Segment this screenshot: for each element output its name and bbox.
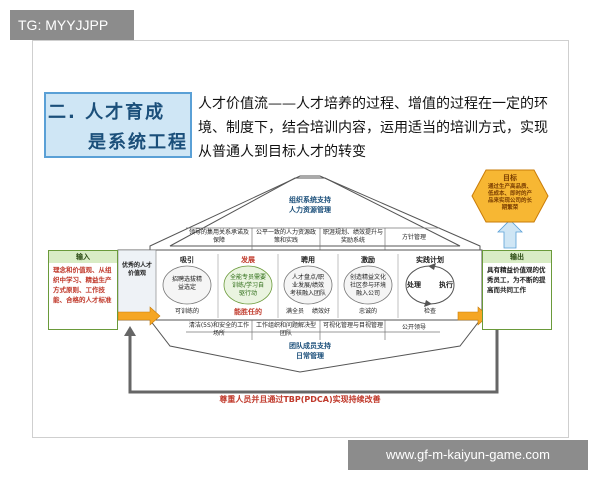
pdca-act-label: 处理 <box>407 281 421 289</box>
stage-title-employ: 聘用 <box>301 256 315 264</box>
stage-circle-attract: 招聘选拔精益选定 <box>171 276 202 291</box>
continuous-improvement-caption: 尊重人员并且通过TBP(PDCA)实现持续改善 <box>219 395 381 404</box>
stage-title-develop: 发展 <box>241 256 255 264</box>
bottom-cell-4: 公开领导 <box>401 324 426 331</box>
stage-title-motivate: 激励 <box>361 256 375 264</box>
org-support-title: 组织系统支持 <box>289 196 331 204</box>
stage-circle-develop: 全能专员需要训练/学习自驱行动 <box>230 274 267 297</box>
pdca-check-label: 检查 <box>423 308 436 315</box>
input-text: 理念和价值观、从组织中学习、精益生产方式原则、工作技能、合格的人才标准 <box>53 266 112 304</box>
hero-title-line2: 是系统工程 <box>88 132 188 153</box>
stage-foot-employ-extra: 绩效好 <box>311 308 330 315</box>
output-box: 输出 具有精益价值观的优秀员工，为不断的提高而共同工作 <box>482 250 552 330</box>
bottom-cell-3: 可视化管理与目视管理 <box>322 322 383 329</box>
output-text: 具有精益价值观的优秀员工，为不断的提高而共同工作 <box>487 266 546 294</box>
stage-circle-employ: 人才盘点/职业发展/绩效考核融入团队 <box>290 274 327 297</box>
top-cell-1: 领导的集用关系承诺及保障 <box>188 229 249 244</box>
stage-foot-attract: 可训练的 <box>174 308 199 315</box>
top-cell-4: 方针管理 <box>401 234 426 241</box>
bottom-cell-1: 清洁(5S)和安全的工作场所 <box>188 322 250 337</box>
stage-title-plan: 实践计划 <box>416 256 444 264</box>
hr-management-title: 人力资源管理 <box>289 206 331 214</box>
input-box: 输入 理念和价值观、从组织中学习、精益生产方式原则、工作技能、合格的人才标准 <box>48 250 118 330</box>
hero-title-line1: 二. 人才育成 <box>48 102 166 123</box>
watermark-top: TG: MYYJJPP <box>10 10 134 40</box>
team-support-title: 团队成员支持 <box>289 342 331 350</box>
pdca-do-label: 执行 <box>439 281 453 289</box>
output-label: 输出 <box>483 251 551 263</box>
top-cell-3: 职涯规划、绩效提升与奖励系统 <box>322 229 383 244</box>
top-cell-2: 公平一致的人力资源政策和实践 <box>255 229 316 244</box>
stage-foot-motivate: 忠诚的 <box>358 308 377 315</box>
stage-foot-employ: 满全员 <box>285 308 304 315</box>
stage-circle-motivate: 创造精益文化社区参与环境融入公司 <box>350 274 387 297</box>
intro-paragraph: 人才价值流——人才培养的过程、增值的过程在一定的环境、制度下，结合培训内容，运用… <box>198 96 548 160</box>
watermark-bottom: www.gf-m-kaiyun-game.com <box>348 440 588 470</box>
input-label: 输入 <box>49 251 117 263</box>
goal-text: 通过生产高品质、低成本、即时的产品来实现公司的长期繁荣 <box>488 184 533 211</box>
talent-values-label: 优秀的人才价值观 <box>121 262 152 277</box>
hero-box <box>44 92 192 158</box>
daily-management-title: 日常管理 <box>296 352 324 360</box>
goal-title: 目标 <box>503 174 517 182</box>
stage-title-attract: 吸引 <box>180 256 194 264</box>
stage-foot-develop: 能胜任的 <box>234 308 262 316</box>
bottom-cell-2: 工作组织和问题解决型团队 <box>255 322 316 337</box>
